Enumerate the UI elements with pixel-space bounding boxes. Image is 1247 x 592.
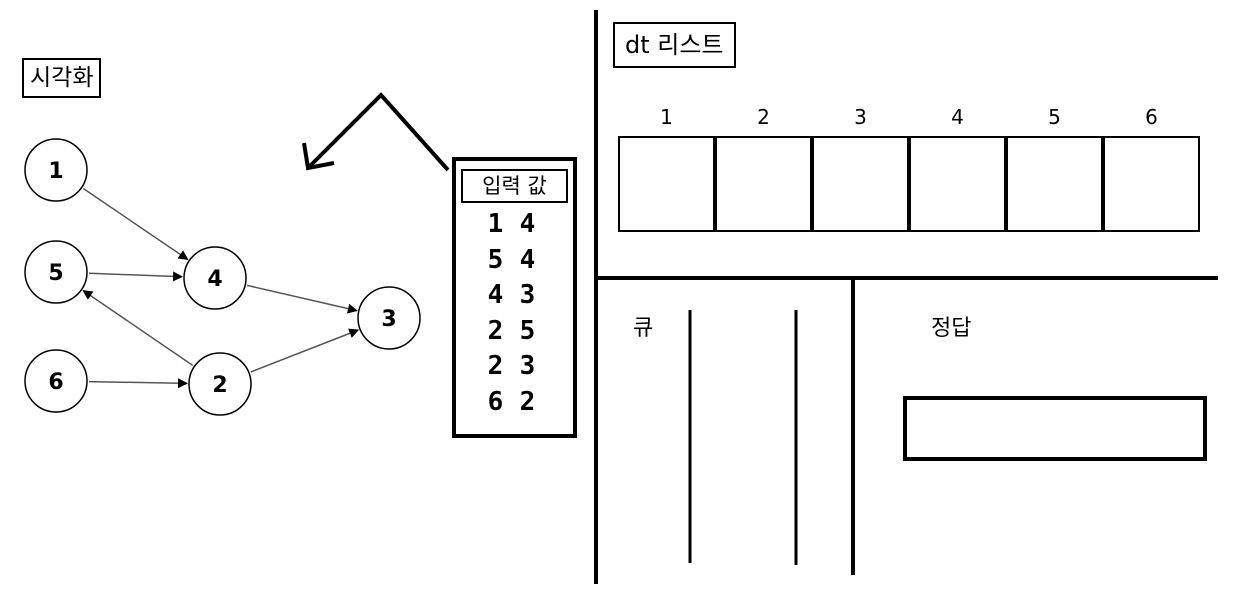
node-circle [357,286,421,350]
graph-edges [82,187,360,389]
edge-6-to-2 [88,378,189,389]
pair-to-value: 3 [519,351,542,381]
dt-cell [812,136,909,232]
node-label: 1 [48,159,63,184]
node-circle [24,240,88,304]
dt-index-label: 6 [1145,105,1158,129]
dt-cell [618,136,715,232]
pointer-arrow [307,92,450,172]
dt-index-label: 2 [757,105,770,129]
pair-to-value: 3 [519,280,542,310]
dt-list-label: dt 리스트 [613,22,736,68]
pair-to-value: 4 [519,209,542,239]
edge-5-to-4 [88,271,184,282]
edge-1-to-4 [82,187,189,261]
dt-cell [1006,136,1103,232]
input-panel-title: 입력 값 [461,169,568,203]
answer-label: 정답 [931,316,972,341]
graph-node-1: 1 [24,138,88,202]
pair-from-value: 6 [487,386,510,417]
graph-nodes: 1 5 4 3 6 2 [24,138,421,416]
dt-index-label: 1 [660,105,673,129]
pair-from-value: 4 [487,280,510,310]
dt-index-label: 4 [951,105,964,129]
graph-node-3: 3 [357,286,421,350]
node-label: 3 [381,307,396,332]
graph-node-5: 5 [24,240,88,304]
visualization-label: 시각화 [22,58,102,98]
graph-node-4: 4 [183,246,247,310]
pair-from-value: 1 [487,209,510,239]
graph-node-2: 2 [188,352,252,416]
dt-cell [909,136,1006,232]
dt-cell [715,136,812,232]
dt-index-label: 3 [854,105,867,129]
dt-index-label: 5 [1048,105,1061,129]
queue-label: 큐 [633,316,654,341]
answer-box [903,396,1207,461]
node-label: 4 [207,267,222,292]
edge-4-to-3 [246,284,358,314]
node-label: 6 [48,370,63,395]
node-circle [188,352,252,416]
pair-from-value: 5 [487,244,510,275]
graph-node-6: 6 [24,349,88,413]
node-circle [183,246,247,310]
pair-from-value: 2 [487,315,510,346]
node-circle [24,349,88,413]
pair-to-value: 4 [519,244,542,275]
edge-2-to-3 [250,328,360,373]
pair-to-value: 5 [519,315,542,346]
pair-from-value: 2 [487,351,510,381]
pointer-arrowhead [302,142,335,171]
dt-cell [1103,136,1200,232]
edge-2-to-5 [82,289,194,367]
node-label: 5 [48,261,63,286]
node-label: 2 [212,373,227,398]
pair-to-value: 2 [519,386,542,417]
node-circle [24,138,88,202]
